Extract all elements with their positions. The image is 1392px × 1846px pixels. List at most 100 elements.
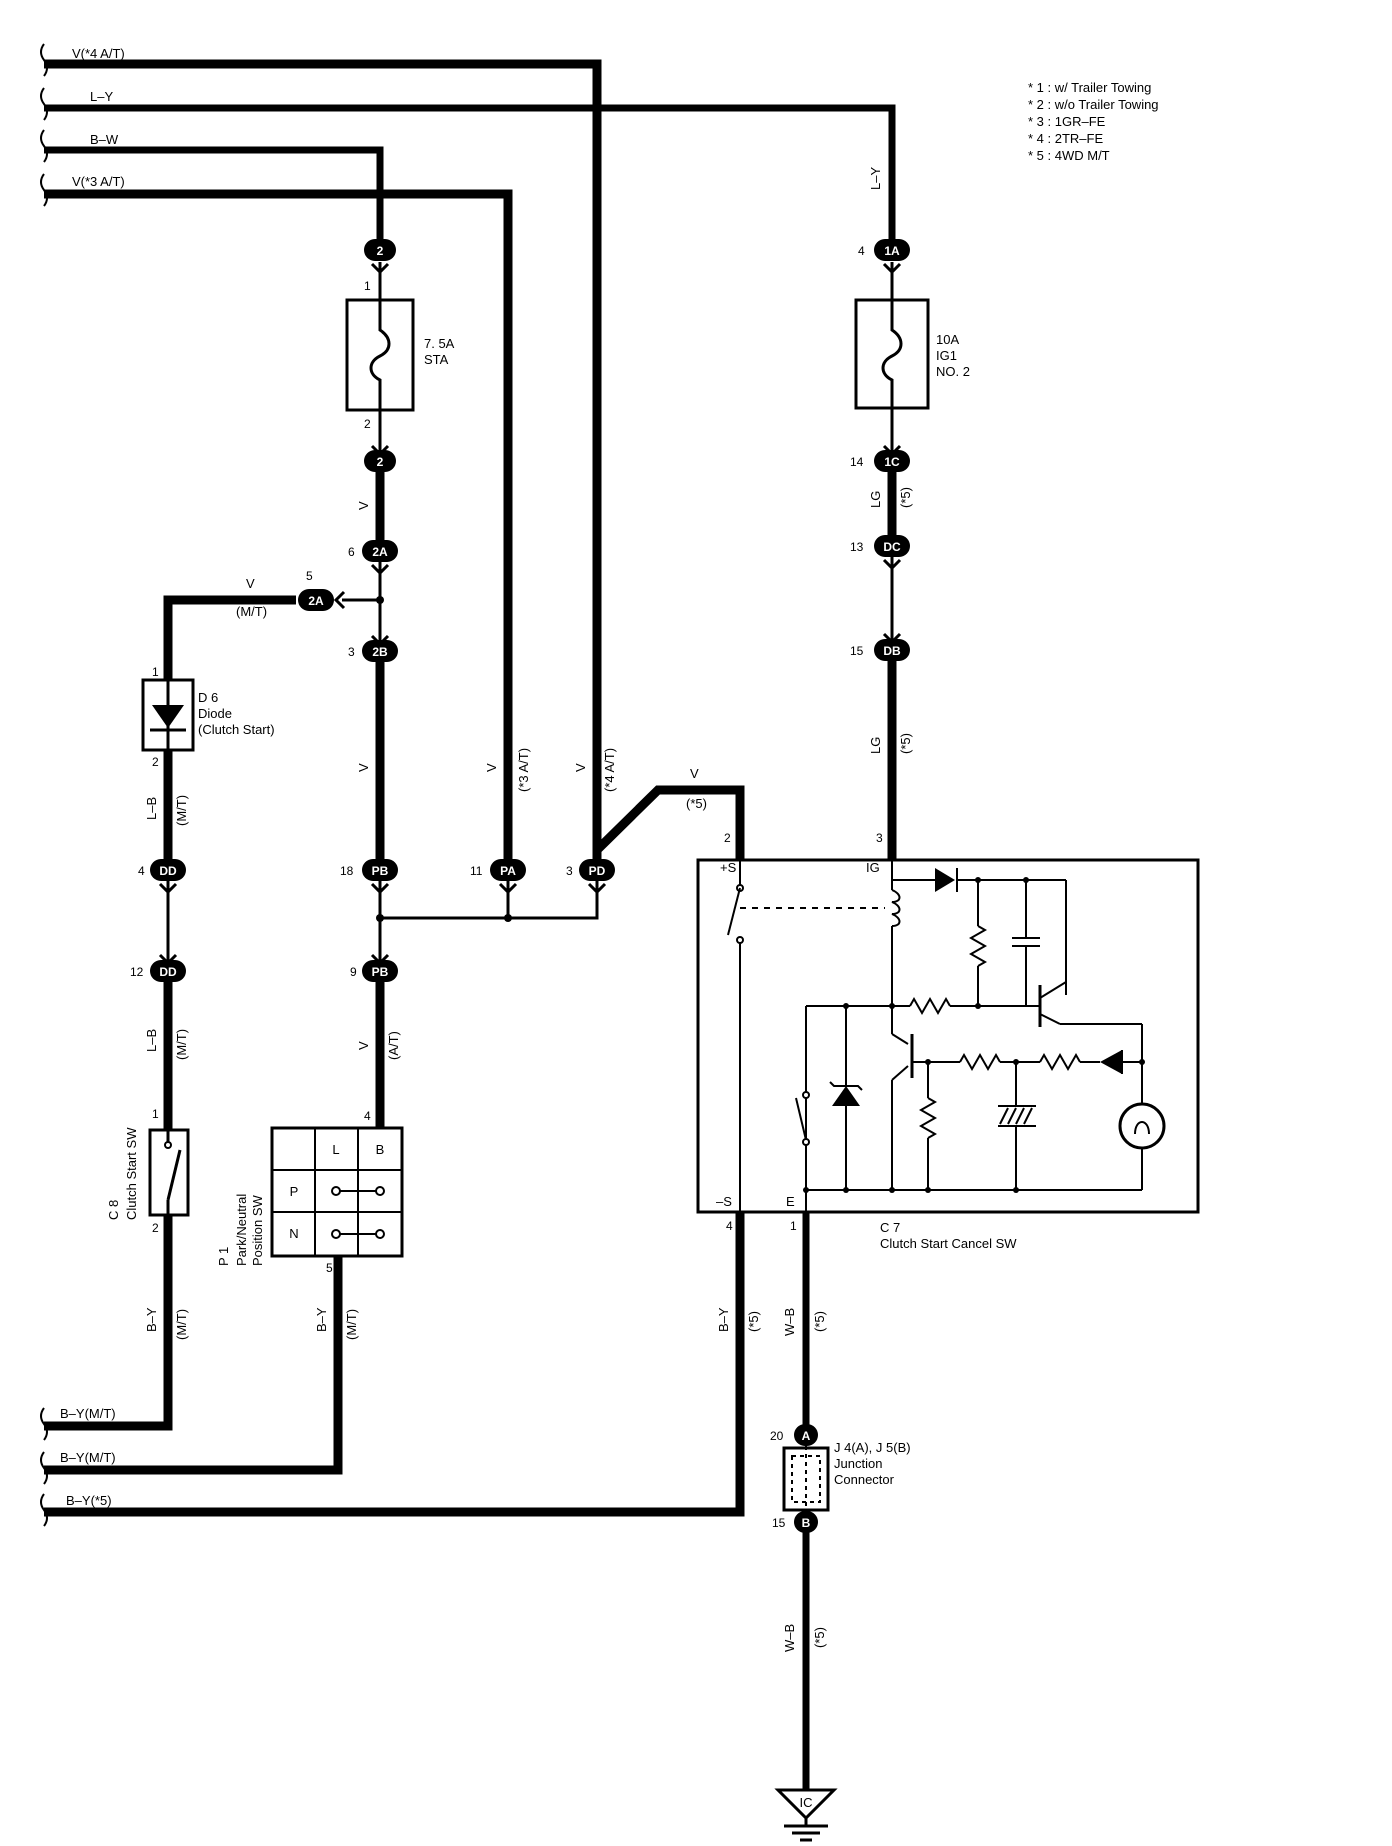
- left-wire-labels: V(*4 A/T) L–Y B–W V(*3 A/T) B–Y(M/T) B–Y…: [60, 46, 125, 1508]
- svg-text:2: 2: [377, 455, 384, 469]
- c7-name: Clutch Start Cancel SW: [880, 1236, 1017, 1251]
- svg-text:PB: PB: [372, 864, 389, 878]
- svg-text:1: 1: [364, 279, 371, 293]
- fuse-sta-name: STA: [424, 352, 449, 367]
- connector-pa: PA: [490, 859, 526, 895]
- svg-text:B–Y: B–Y: [144, 1307, 159, 1332]
- svg-text:A: A: [802, 1429, 811, 1443]
- svg-text:PB: PB: [372, 965, 389, 979]
- svg-text:1: 1: [790, 1219, 797, 1233]
- connector-dd-4: DD: [150, 859, 186, 895]
- svg-text:W–B: W–B: [782, 1308, 797, 1336]
- wire-v-5: [593, 785, 745, 860]
- wire-v-4at: [44, 59, 602, 860]
- svg-text:(M/T): (M/T): [174, 1029, 189, 1060]
- svg-text:2A: 2A: [308, 594, 324, 608]
- svg-text:DD: DD: [159, 965, 177, 979]
- svg-text:1A: 1A: [884, 244, 900, 258]
- svg-text:N: N: [289, 1226, 298, 1241]
- svg-text:2: 2: [724, 831, 731, 845]
- component-labels: 7. 5A STA 10A IG1 NO. 2 D 6 Diode (Clutc…: [106, 332, 1017, 1487]
- svg-text:(*3 A/T): (*3 A/T): [516, 748, 531, 792]
- diode-name: Diode: [198, 706, 232, 721]
- svg-text:B–Y: B–Y: [314, 1307, 329, 1332]
- svg-text:2: 2: [377, 244, 384, 258]
- wire-by-pn: [44, 1256, 343, 1475]
- fuse-ig1-no2: [854, 298, 930, 410]
- label-v-3at: V(*3 A/T): [72, 174, 125, 189]
- svg-text:(*5): (*5): [812, 1311, 827, 1332]
- svg-text:L–Y: L–Y: [868, 167, 883, 190]
- junction-ref: J 4(A), J 5(B): [834, 1440, 911, 1455]
- svg-text:V: V: [356, 501, 371, 510]
- svg-text:13: 13: [850, 540, 864, 554]
- svg-text:(M/T): (M/T): [174, 1309, 189, 1340]
- p1-name-1: Park/Neutral: [234, 1194, 249, 1266]
- clutch-start-cancel-sw-c7: [696, 858, 1200, 1214]
- svg-text:18: 18: [340, 864, 354, 878]
- label-by-mt-2: B–Y(M/T): [60, 1450, 116, 1465]
- svg-text:5: 5: [326, 1261, 333, 1275]
- diode-d6: [141, 678, 195, 752]
- svg-text:V: V: [246, 576, 255, 591]
- diode-sub: (Clutch Start): [198, 722, 275, 737]
- svg-text:V: V: [484, 763, 499, 772]
- label-bw: B–W: [90, 132, 119, 147]
- svg-text:15: 15: [850, 644, 864, 658]
- connector-1a: 1A: [874, 239, 910, 275]
- svg-text:15: 15: [772, 1516, 786, 1530]
- svg-text:B: B: [802, 1516, 811, 1530]
- wire-ly: [44, 104, 896, 240]
- svg-text:2: 2: [152, 1221, 159, 1235]
- svg-text:V: V: [573, 763, 588, 772]
- svg-text:DC: DC: [883, 540, 901, 554]
- svg-text:20: 20: [770, 1429, 784, 1443]
- p1-name-2: Position SW: [250, 1194, 265, 1266]
- svg-text:(*5): (*5): [746, 1311, 761, 1332]
- svg-text:4: 4: [138, 864, 145, 878]
- note-2: * 2 : w/o Trailer Towing: [1028, 97, 1159, 112]
- svg-text:3: 3: [566, 864, 573, 878]
- svg-text:V: V: [690, 766, 699, 781]
- svg-text:(*5): (*5): [898, 487, 913, 508]
- diode-ref: D 6: [198, 690, 218, 705]
- svg-text:DD: DD: [159, 864, 177, 878]
- vertical-wire-labels: L–Y V V (M/T) V V (*3 A/T) V (*4 A/T) V …: [144, 167, 913, 1652]
- label-by-5: B–Y(*5): [66, 1493, 112, 1508]
- svg-text:(*4 A/T): (*4 A/T): [602, 748, 617, 792]
- junction-dot: [504, 914, 512, 922]
- svg-text:LG: LG: [868, 491, 883, 508]
- connector-pd: PD: [579, 859, 615, 895]
- label-v-4at: V(*4 A/T): [72, 46, 125, 61]
- connector-2-bottom: 2: [364, 444, 396, 472]
- connector-j-a: A: [794, 1424, 818, 1446]
- fuse-ig1-name: IG1: [936, 348, 957, 363]
- svg-text:(*5): (*5): [686, 796, 707, 811]
- c7-plus-s: +S: [720, 860, 737, 875]
- svg-text:(M/T): (M/T): [344, 1309, 359, 1340]
- svg-text:1C: 1C: [884, 455, 900, 469]
- notes: * 1 : w/ Trailer Towing * 2 : w/o Traile…: [1028, 80, 1159, 163]
- svg-text:6: 6: [348, 545, 355, 559]
- svg-text:DB: DB: [883, 644, 901, 658]
- connector-2a-6: 2A: [362, 540, 398, 576]
- wire-by-5: [44, 1212, 745, 1517]
- c8-ref: C 8: [106, 1200, 121, 1220]
- svg-text:3: 3: [348, 645, 355, 659]
- note-4: * 4 : 2TR–FE: [1028, 131, 1103, 146]
- svg-text:5: 5: [306, 569, 313, 583]
- svg-text:9: 9: [350, 965, 357, 979]
- ground-label: IC: [800, 1795, 813, 1810]
- svg-text:2A: 2A: [372, 545, 388, 559]
- svg-text:LG: LG: [868, 737, 883, 754]
- svg-text:2: 2: [364, 417, 371, 431]
- p1-ref: P 1: [216, 1247, 231, 1266]
- connectors: 2 2 2A 2A 2B 1A: [150, 239, 910, 1533]
- connector-pb-18: PB: [362, 859, 398, 895]
- pin-numbers: 1 2 6 5 3 4 14 13 15 1 2 4 18 11 3 12 9 …: [130, 244, 883, 1530]
- c8-name: Clutch Start SW: [124, 1127, 139, 1220]
- svg-text:4: 4: [364, 1109, 371, 1123]
- svg-text:11: 11: [470, 864, 483, 878]
- svg-text:P: P: [290, 1184, 299, 1199]
- svg-text:L–B: L–B: [144, 797, 159, 820]
